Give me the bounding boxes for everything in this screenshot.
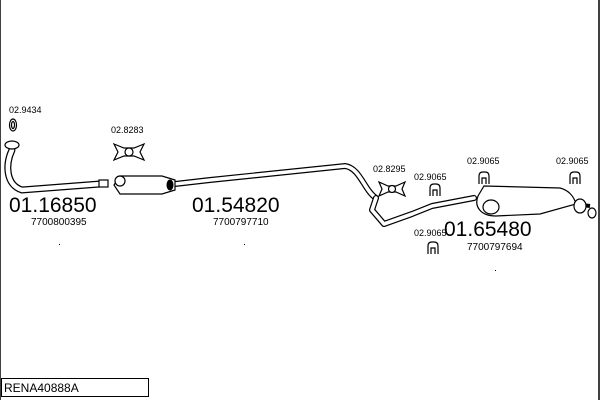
reference-code: RENA40888A — [4, 381, 79, 395]
front-pipe-oe-number: 7700800395 — [31, 217, 87, 228]
gasket-part-number: 02.9434 — [9, 105, 42, 115]
rubber-hanger-icon — [427, 241, 439, 254]
rubber-hanger-icon — [429, 183, 441, 196]
hanger-part-number: 02.9065 — [556, 156, 589, 166]
leader-dot — [495, 270, 496, 271]
flange-gasket-icon — [377, 180, 407, 198]
centre-silencer — [113, 162, 379, 201]
rubber-hanger-icon — [478, 171, 490, 184]
rubber-hanger-icon — [569, 171, 581, 184]
hanger-part-number: 02.9065 — [467, 156, 500, 166]
leader-dot — [244, 244, 245, 245]
reference-box — [1, 378, 149, 397]
hanger-part-number: 02.9065 — [414, 172, 447, 182]
centre-silencer-part-number: 01.54820 — [192, 194, 280, 217]
centre-silencer-oe-number: 7700797710 — [213, 217, 269, 228]
rear-silencer — [369, 185, 597, 227]
front-pipe — [4, 140, 109, 194]
flange-gasket-part-number: 02.8295 — [373, 164, 406, 174]
gasket-ring-icon — [8, 118, 18, 132]
rear-silencer-part-number: 01.65480 — [444, 218, 532, 241]
flange-gasket-icon — [112, 142, 146, 162]
front-pipe-part-number: 01.16850 — [9, 194, 97, 217]
rear-silencer-oe-number: 7700797694 — [467, 242, 523, 253]
leader-dot — [59, 244, 60, 245]
flange-gasket-part-number: 02.8283 — [111, 125, 144, 135]
hanger-part-number: 02.9065 — [414, 228, 447, 238]
